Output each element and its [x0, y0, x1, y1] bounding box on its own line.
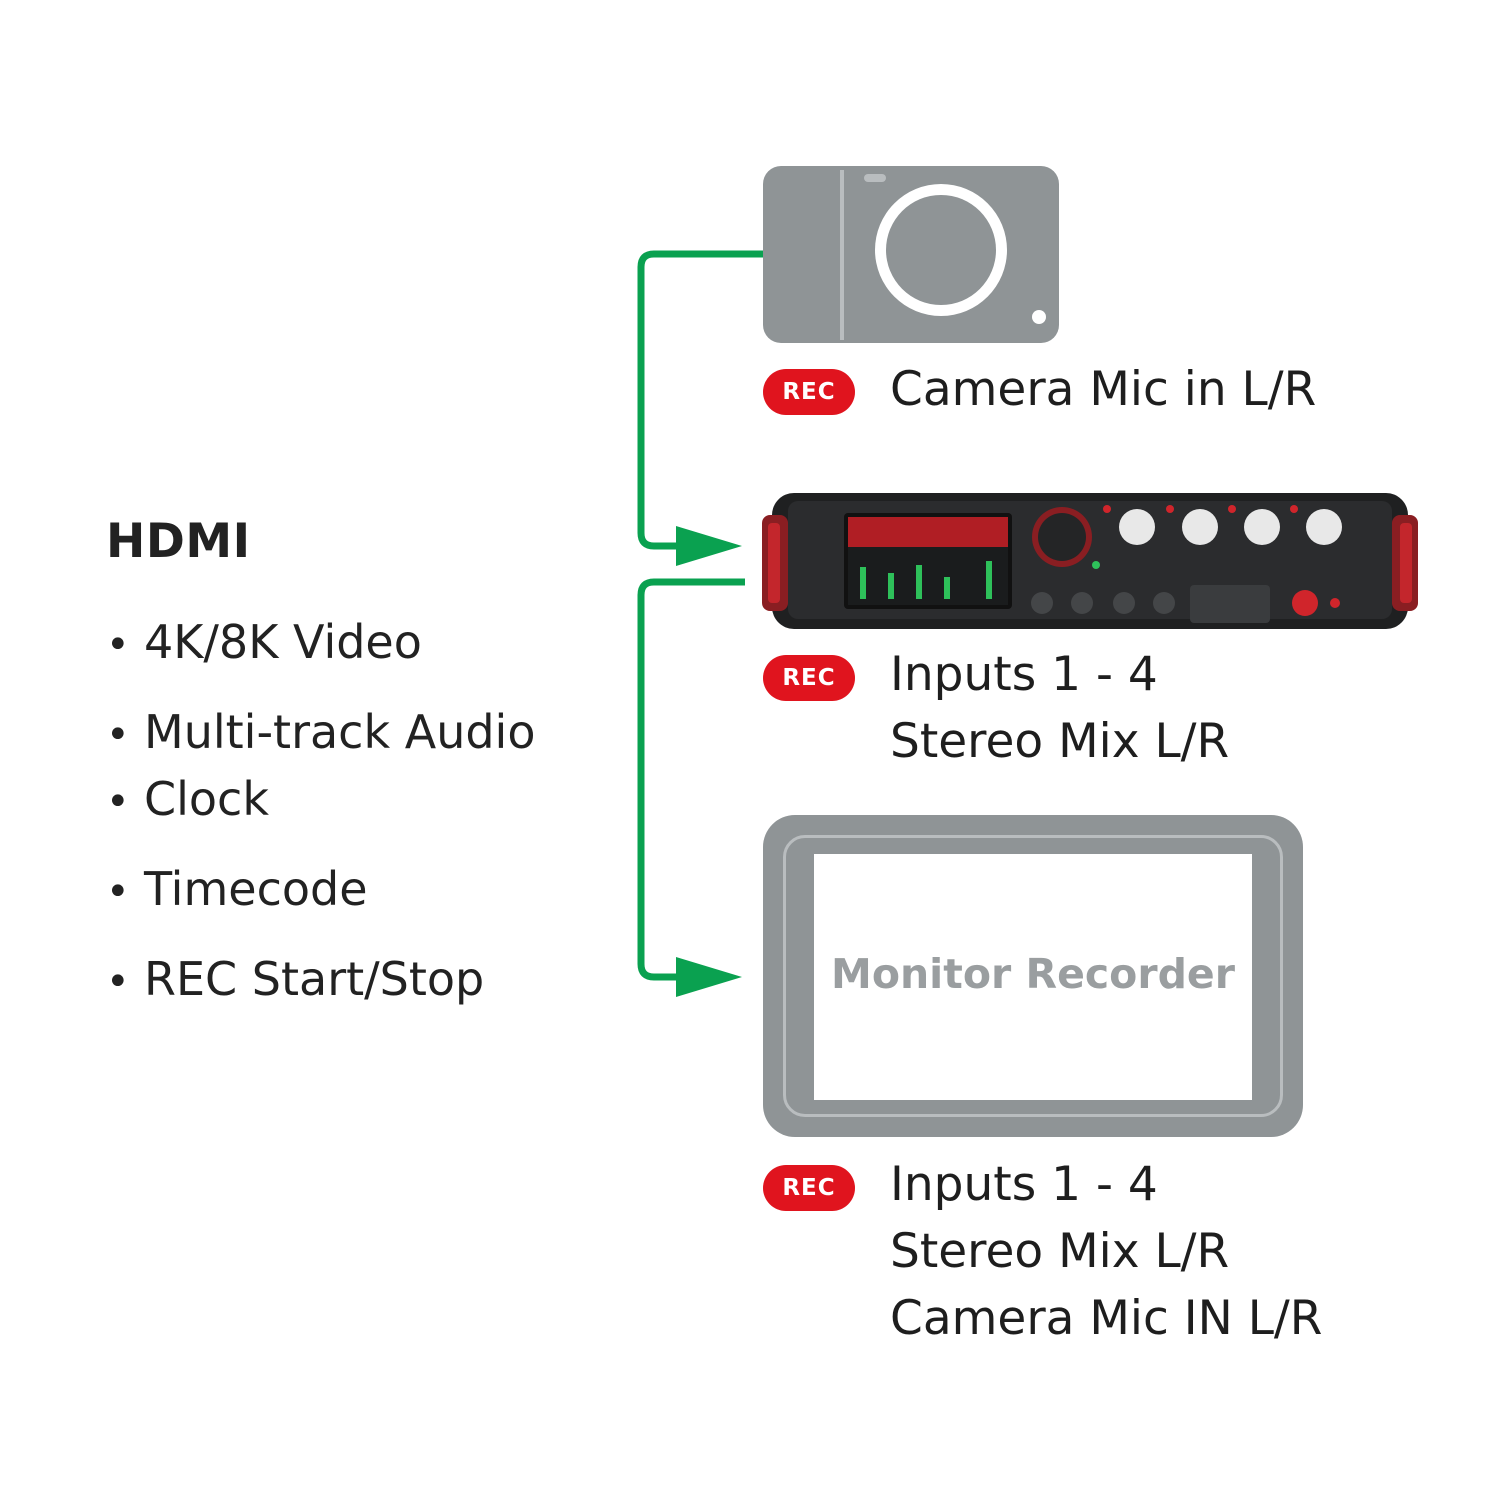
field-recorder-icon — [762, 493, 1418, 629]
rec-badge: REC — [763, 1165, 855, 1211]
camera-label: Camera Mic in L/R — [890, 362, 1317, 417]
feature-label: 4K/8K Video — [144, 615, 422, 669]
bullet-icon: • — [106, 779, 130, 825]
connector-recorder-to-monitor — [637, 578, 745, 981]
rec-badge: REC — [763, 369, 855, 415]
bullet-icon: • — [106, 712, 130, 758]
recorder-label: Inputs 1 - 4 — [890, 647, 1158, 702]
feature-item: • Timecode — [106, 859, 368, 922]
connector-camera-to-recorder — [637, 250, 765, 550]
rec-badge: REC — [763, 655, 855, 701]
camera-icon — [763, 166, 1059, 343]
arrow-head-icon — [676, 526, 742, 566]
monitor-screen — [814, 854, 1252, 1100]
feature-label: Clock — [144, 772, 269, 826]
feature-item: • 4K/8K Video — [106, 612, 422, 675]
feature-label: Timecode — [144, 862, 368, 916]
feature-item: • REC Start/Stop — [106, 949, 484, 1012]
monitor-name: Monitor Recorder — [831, 950, 1235, 998]
monitor-label: Stereo Mix L/R — [890, 1224, 1230, 1279]
bullet-icon: • — [106, 622, 130, 668]
hdmi-heading: HDMI — [106, 514, 251, 569]
bullet-icon: • — [106, 869, 130, 915]
arrow-head-icon — [676, 957, 742, 997]
feature-label: Multi-track Audio — [144, 705, 536, 759]
recorder-label: Stereo Mix L/R — [890, 714, 1230, 769]
bullet-icon: • — [106, 959, 130, 1005]
monitor-bezel — [783, 835, 1283, 1117]
monitor-label: Camera Mic IN L/R — [890, 1291, 1323, 1346]
feature-label: REC Start/Stop — [144, 952, 485, 1006]
feature-item: • Multi-track Audio — [106, 702, 535, 765]
feature-item: • Clock — [106, 769, 269, 832]
monitor-label: Inputs 1 - 4 — [890, 1157, 1158, 1212]
